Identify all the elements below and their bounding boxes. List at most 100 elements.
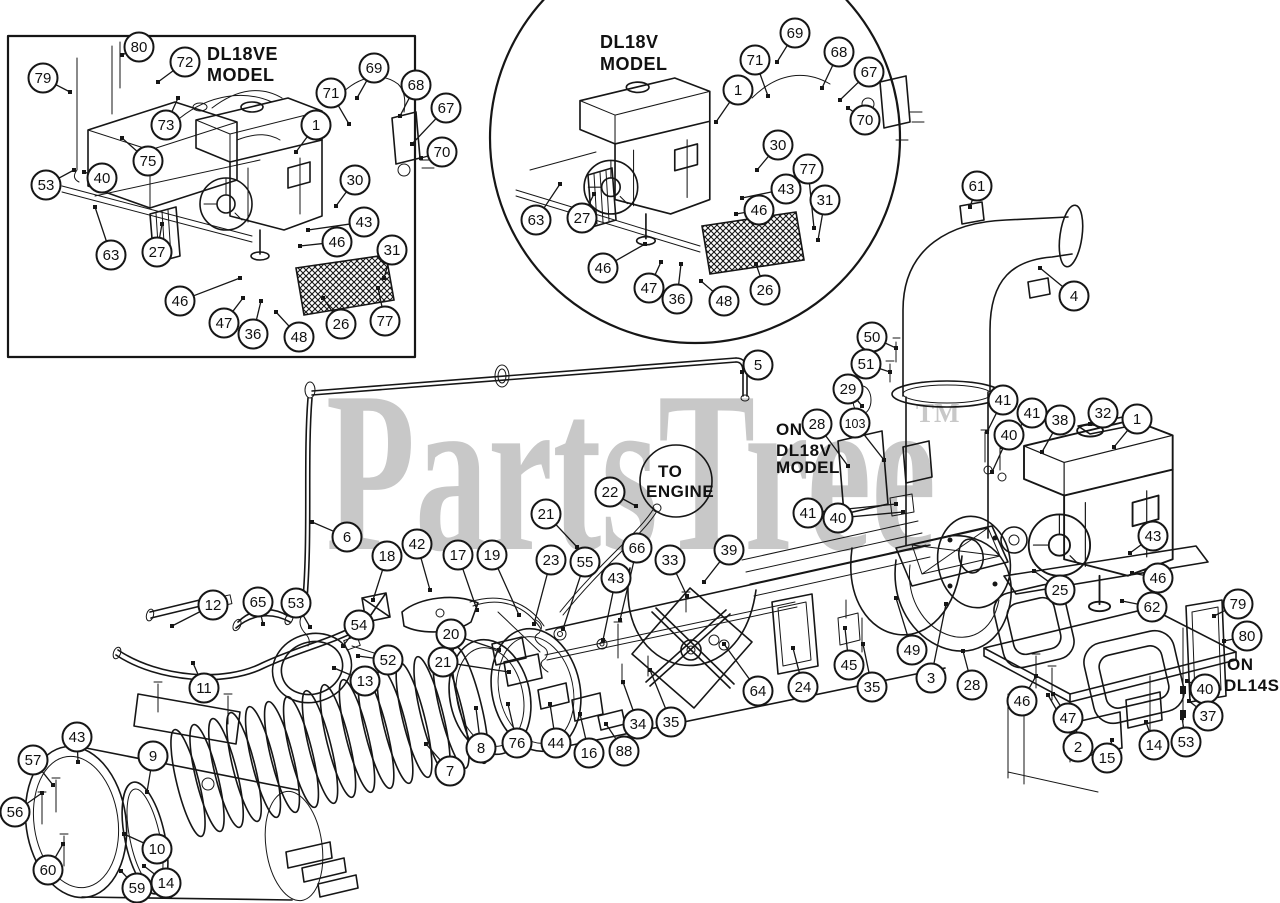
callout-53[interactable]: 53	[30, 168, 77, 201]
callout-circle[interactable]	[476, 539, 508, 571]
callout-circle[interactable]	[1170, 726, 1202, 758]
callout-77[interactable]: 77	[792, 153, 824, 231]
callout-29[interactable]: 29	[832, 373, 865, 409]
callout-40[interactable]: 40	[822, 502, 906, 534]
callout-70[interactable]: 70	[419, 136, 458, 168]
callout-3[interactable]: 3	[915, 602, 949, 694]
callout-21[interactable]: 21	[427, 646, 512, 678]
callout-18[interactable]: 18	[371, 540, 403, 603]
callout-9[interactable]: 9	[137, 740, 169, 795]
callout-52[interactable]: 52	[356, 644, 404, 676]
callout-41[interactable]: 41	[792, 497, 899, 529]
callout-43[interactable]: 43	[600, 562, 632, 643]
callout-44[interactable]: 44	[540, 702, 572, 759]
callout-circle[interactable]	[1138, 729, 1170, 761]
callout-circle[interactable]	[358, 52, 390, 84]
callout-8[interactable]: 8	[465, 706, 497, 764]
callout-circle[interactable]	[465, 732, 497, 764]
callout-circle[interactable]	[435, 618, 467, 650]
callout-circle[interactable]	[376, 234, 408, 266]
callout-55[interactable]: 55	[561, 546, 601, 632]
callout-circle[interactable]	[501, 727, 533, 759]
callout-47[interactable]: 47	[1051, 692, 1084, 734]
callout-circle[interactable]	[822, 502, 854, 534]
callout-28[interactable]: 28	[801, 408, 851, 469]
callout-16[interactable]: 16	[573, 712, 605, 769]
callout-circle[interactable]	[321, 226, 353, 258]
callout-circle[interactable]	[442, 539, 474, 571]
callout-circle[interactable]	[823, 36, 855, 68]
callout-circle[interactable]	[188, 672, 220, 704]
callout-47[interactable]: 47	[633, 260, 665, 304]
callout-5[interactable]: 5	[740, 349, 774, 381]
callout-46[interactable]: 46	[734, 194, 775, 226]
callout-36[interactable]: 36	[661, 262, 693, 315]
callout-circle[interactable]	[1192, 700, 1224, 732]
callout-53[interactable]: 53	[280, 587, 313, 630]
callout-57[interactable]: 57	[17, 744, 56, 788]
callout-40[interactable]: 40	[82, 162, 118, 194]
callout-circle[interactable]	[430, 92, 462, 124]
callout-6[interactable]: 6	[310, 520, 363, 553]
callout-circle[interactable]	[573, 737, 605, 769]
callout-66[interactable]: 66	[618, 532, 653, 623]
callout-circle[interactable]	[566, 202, 598, 234]
callout-circle[interactable]	[762, 129, 794, 161]
callout-39[interactable]: 39	[702, 534, 745, 585]
callout-67[interactable]: 67	[410, 92, 462, 147]
callout-63[interactable]: 63	[93, 205, 127, 271]
callout-67[interactable]: 67	[838, 56, 885, 103]
callout-46[interactable]: 46	[1006, 674, 1039, 717]
callout-1[interactable]: 1	[1112, 403, 1153, 450]
callout-1[interactable]: 1	[294, 109, 332, 155]
callout-circle[interactable]	[770, 173, 802, 205]
callout-circle[interactable]	[792, 153, 824, 185]
callout-69[interactable]: 69	[355, 52, 390, 101]
callout-circle[interactable]	[300, 109, 332, 141]
callout-circle[interactable]	[348, 206, 380, 238]
callout-circle[interactable]	[787, 671, 819, 703]
callout-circle[interactable]	[535, 544, 567, 576]
callout-65[interactable]: 65	[242, 586, 274, 627]
callout-circle[interactable]	[833, 649, 865, 681]
callout-circle[interactable]	[1006, 685, 1038, 717]
callout-71[interactable]: 71	[739, 44, 771, 99]
callout-54[interactable]: 54	[341, 609, 375, 649]
callout-61[interactable]: 61	[961, 170, 993, 210]
callout-circle[interactable]	[1044, 404, 1076, 436]
callout-80[interactable]: 80	[120, 31, 155, 63]
callout-circle[interactable]	[749, 274, 781, 306]
callout-4[interactable]: 4	[1038, 266, 1090, 312]
callout-circle[interactable]	[600, 562, 632, 594]
callout-15[interactable]: 15	[1091, 738, 1123, 774]
callout-circle[interactable]	[325, 308, 357, 340]
callout-30[interactable]: 30	[755, 129, 794, 173]
callout-34[interactable]: 34	[621, 680, 654, 740]
callout-circle[interactable]	[540, 727, 572, 759]
callout-circle[interactable]	[137, 740, 169, 772]
callout-circle[interactable]	[426, 136, 458, 168]
callout-circle[interactable]	[95, 239, 127, 271]
callout-circle[interactable]	[434, 755, 466, 787]
callout-43[interactable]: 43	[740, 173, 802, 205]
callout-circle[interactable]	[832, 373, 864, 405]
callout-circle[interactable]	[280, 587, 312, 619]
callout-43[interactable]: 43	[306, 206, 380, 238]
callout-43[interactable]: 43	[61, 721, 93, 765]
callout-60[interactable]: 60	[32, 842, 66, 886]
callout-103[interactable]: 103	[839, 407, 887, 463]
callout-30[interactable]: 30	[334, 164, 371, 209]
callout-circle[interactable]	[809, 184, 841, 216]
callout-circle[interactable]	[743, 194, 775, 226]
callout-circle[interactable]	[621, 532, 653, 564]
callout-circle[interactable]	[372, 644, 404, 676]
callout-69[interactable]: 69	[775, 17, 811, 65]
callout-64[interactable]: 64	[722, 642, 774, 707]
callout-14[interactable]: 14	[1138, 720, 1170, 761]
callout-circle[interactable]	[141, 833, 173, 865]
callout-26[interactable]: 26	[749, 262, 781, 306]
callout-31[interactable]: 31	[809, 184, 841, 243]
callout-circle[interactable]	[315, 77, 347, 109]
callout-circle[interactable]	[779, 17, 811, 49]
callout-25[interactable]: 25	[1032, 569, 1076, 606]
